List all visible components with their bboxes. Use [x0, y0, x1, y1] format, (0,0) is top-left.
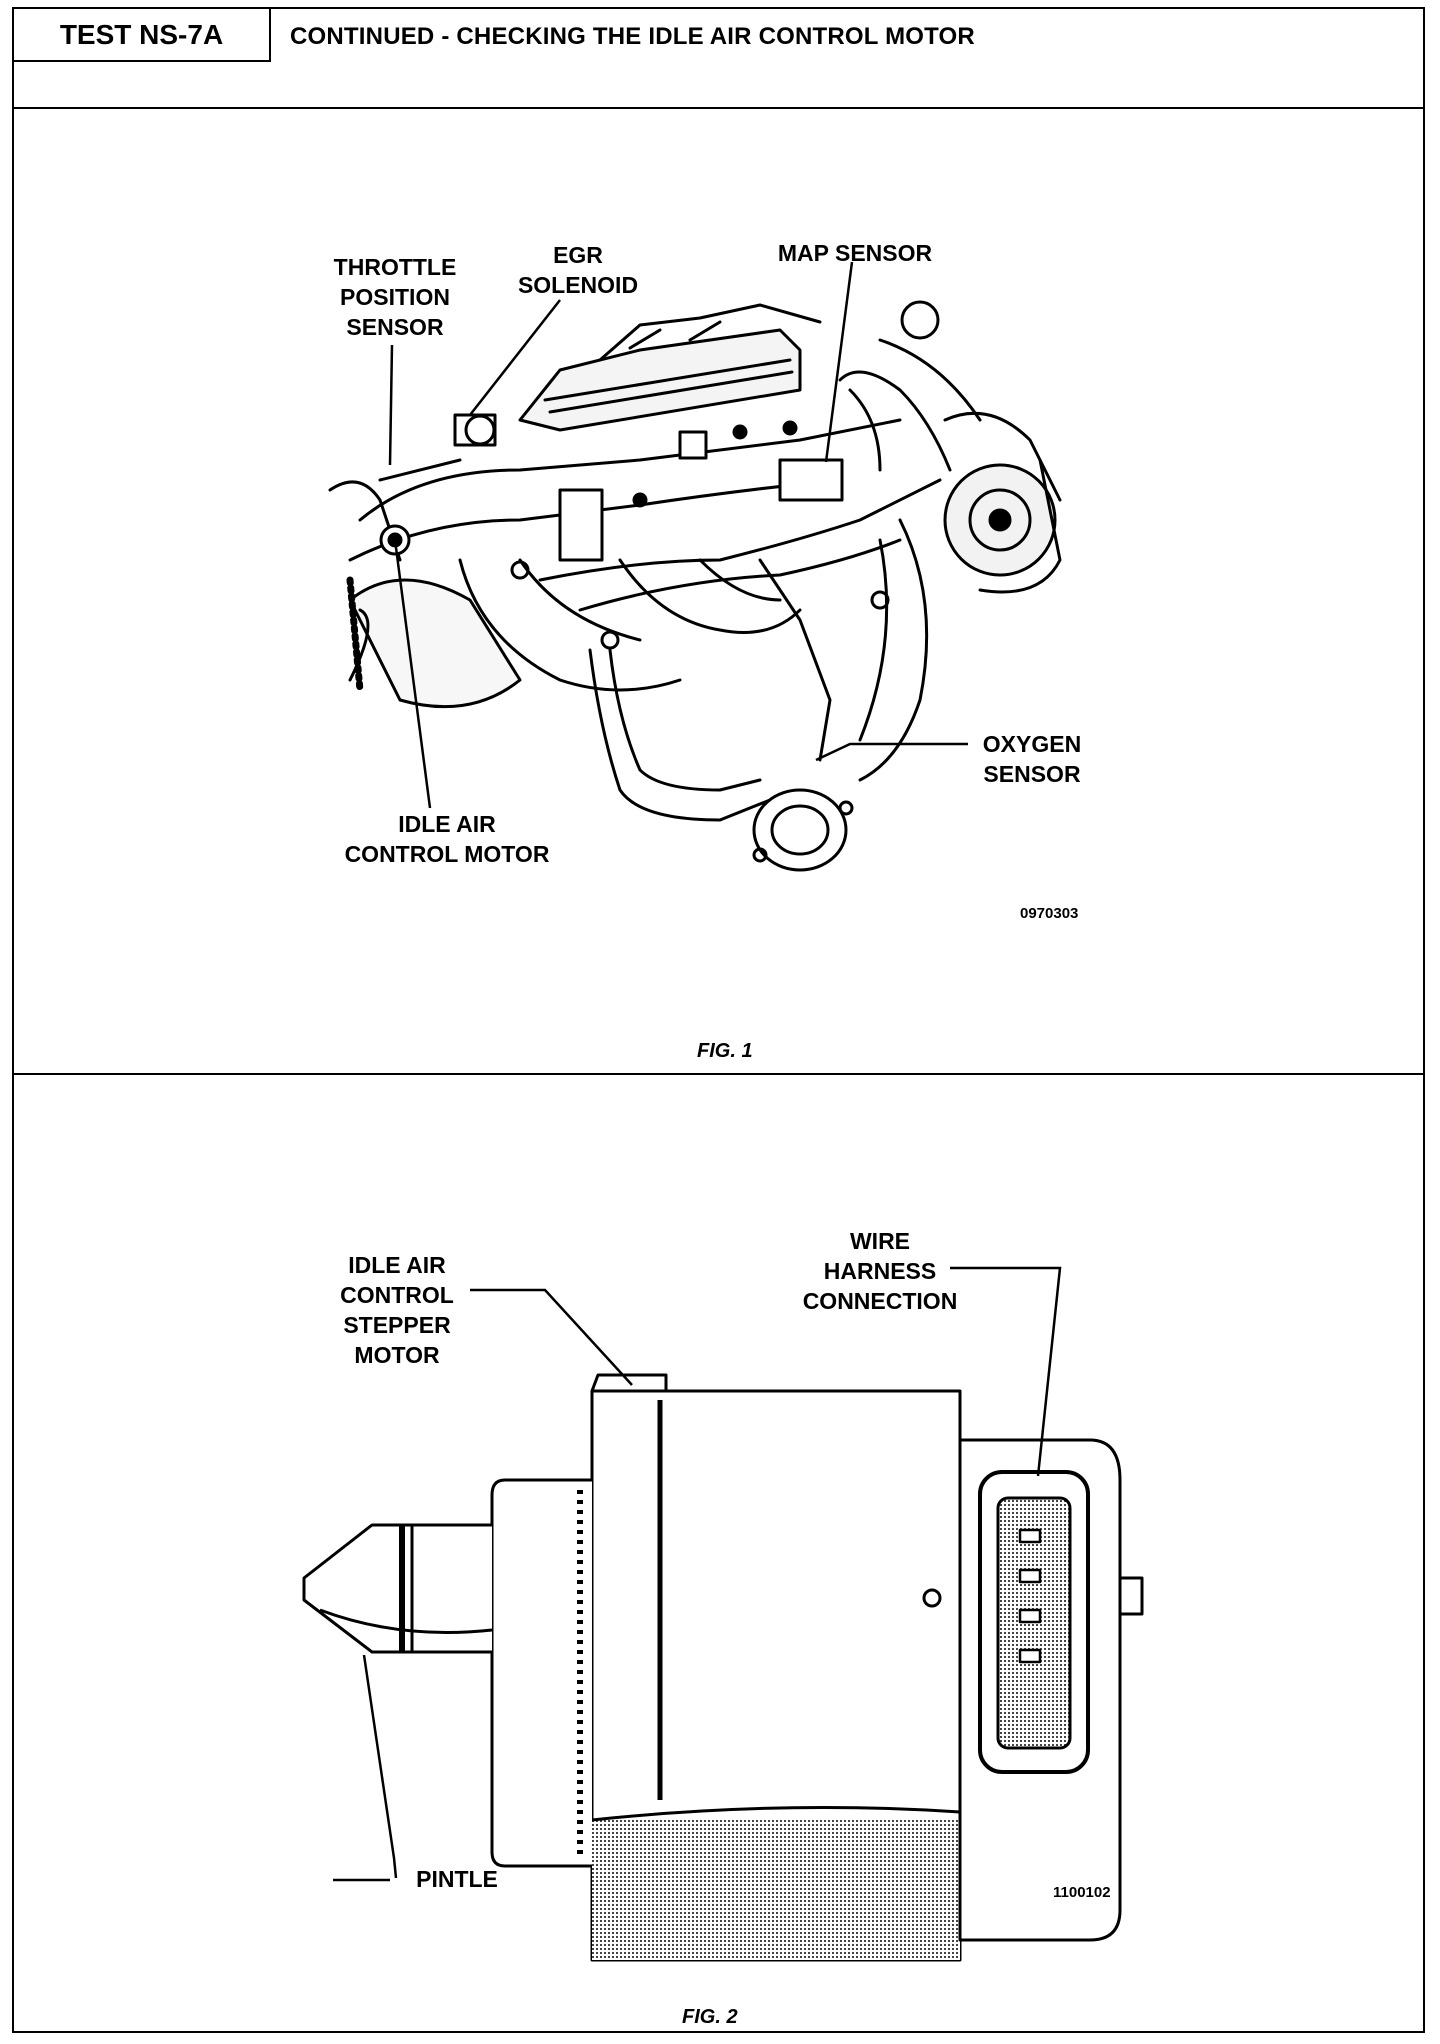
leader-throttle — [388, 344, 394, 466]
leader-map — [824, 261, 854, 463]
figure1-code: 0970303 — [1020, 905, 1079, 922]
label-iac-stepper-motor: IDLE AIR CONTROL STEPPER MOTOR — [340, 1252, 454, 1368]
manual-page: TEST NS-7A CONTINUED - CHECKING THE IDLE… — [12, 7, 1425, 2033]
label-throttle-position-sensor: THROTTLE POSITION SENSOR — [333, 254, 457, 340]
label-wire-harness-connection: WIRE HARNESS CONNECTION — [802, 1228, 958, 1314]
test-id: TEST NS-7A — [59, 18, 224, 50]
figure-divider — [14, 1073, 1423, 1075]
header-divider — [14, 107, 1423, 109]
label-idle-air-control-motor: IDLE AIR CONTROL MOTOR — [344, 811, 550, 867]
label-pintle: PINTLE — [416, 1866, 498, 1892]
leader-egr — [469, 299, 561, 416]
test-id-cell: TEST NS-7A — [14, 9, 271, 62]
leader-oxygen — [815, 742, 968, 762]
leader-harness — [950, 1266, 1062, 1477]
leader-stepper — [470, 1288, 633, 1386]
figure2-caption: FIG. 2 — [682, 2006, 738, 2028]
label-oxygen-sensor: OXYGEN SENSOR — [982, 731, 1082, 787]
figure2-code: 1100102 — [1053, 1884, 1111, 1901]
leader-iac — [393, 539, 432, 809]
label-egr-solenoid: EGR SOLENOID — [517, 242, 639, 298]
leader-pintle-a — [362, 1654, 398, 1879]
page-title: CONTINUED - CHECKING THE IDLE AIR CONTRO… — [290, 23, 975, 50]
figure1-caption: FIG. 1 — [697, 1040, 753, 1062]
label-map-sensor: MAP SENSOR — [777, 240, 933, 266]
